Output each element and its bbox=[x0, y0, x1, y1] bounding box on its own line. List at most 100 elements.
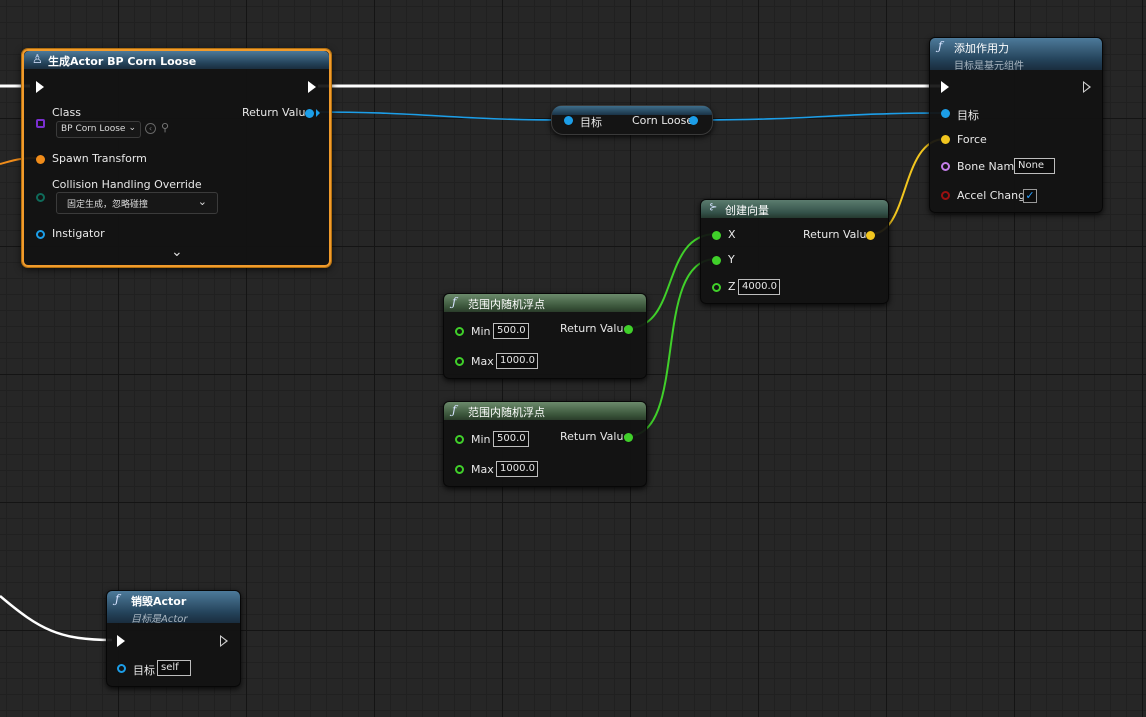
add-force-node[interactable]: ƒ 添加作用力 目标是基元组件 目标 Force Bone Name None … bbox=[929, 37, 1103, 213]
spawn-actor-node[interactable]: ♙ 生成Actor BP Corn Loose Class BP Corn Lo… bbox=[22, 49, 331, 267]
add-force-header[interactable]: ƒ 添加作用力 目标是基元组件 bbox=[930, 38, 1102, 72]
make-vector-header[interactable]: ⊱ 创建向量 bbox=[701, 200, 888, 218]
min-pin[interactable] bbox=[455, 435, 464, 444]
spawn-actor-header[interactable]: ♙ 生成Actor BP Corn Loose bbox=[24, 51, 329, 69]
destroy-target-pin[interactable] bbox=[117, 664, 126, 673]
return-value-pin-arrow bbox=[316, 109, 320, 117]
class-dropdown[interactable]: BP Corn Loose ⌄ bbox=[56, 121, 141, 138]
force-label: Force bbox=[957, 133, 987, 146]
vector-return-label: Return Value bbox=[803, 228, 874, 241]
z-input[interactable]: 4000.0 bbox=[738, 279, 780, 295]
spawn-actor-title: 生成Actor BP Corn Loose bbox=[48, 55, 197, 68]
accel-change-pin[interactable] bbox=[941, 191, 950, 200]
chevron-down-icon: ⌄ bbox=[128, 123, 136, 133]
function-f-icon: ƒ bbox=[452, 403, 457, 417]
exec-out-pin[interactable] bbox=[308, 81, 316, 93]
cast-target-pin[interactable] bbox=[564, 116, 573, 125]
clear-circle-icon[interactable]: ‹ bbox=[145, 123, 156, 134]
max-input[interactable]: 1000.0 bbox=[496, 353, 538, 369]
accel-change-label: Accel Change bbox=[957, 189, 1032, 202]
random-float-node[interactable]: ƒ 范围内随机浮点 Min 500.0 Max 1000.0 Return Va… bbox=[443, 401, 647, 487]
vector-return-pin[interactable] bbox=[866, 231, 875, 240]
y-label: Y bbox=[728, 253, 735, 266]
random-return-label: Return Value bbox=[560, 322, 631, 335]
exec-out-pin[interactable] bbox=[220, 635, 228, 647]
class-label: Class bbox=[52, 106, 81, 119]
accel-change-checkbox[interactable]: ✓ bbox=[1023, 189, 1037, 203]
instigator-pin[interactable] bbox=[36, 230, 45, 239]
expand-chevron-icon[interactable]: ⌄ bbox=[171, 244, 183, 260]
target-label: 目标 bbox=[957, 109, 979, 122]
random-float-node[interactable]: ƒ 范围内随机浮点 Min 500.0 Max 1000.0 Return Va… bbox=[443, 293, 647, 379]
add-force-subtitle: 目标是基元组件 bbox=[954, 61, 1024, 72]
min-input[interactable]: 500.0 bbox=[493, 323, 529, 339]
cast-node-header bbox=[552, 106, 712, 115]
class-pin[interactable] bbox=[36, 119, 45, 128]
destroy-actor-subtitle: 目标是Actor bbox=[131, 614, 188, 625]
max-label: Max bbox=[471, 463, 494, 476]
max-input[interactable]: 1000.0 bbox=[496, 461, 538, 477]
return-value-label: Return Value bbox=[242, 106, 313, 119]
spawn-transform-pin[interactable] bbox=[36, 155, 45, 164]
max-label: Max bbox=[471, 355, 494, 368]
z-pin[interactable] bbox=[712, 283, 721, 292]
function-f-icon: ƒ bbox=[115, 592, 120, 606]
random-float-header[interactable]: ƒ 范围内随机浮点 bbox=[444, 294, 646, 312]
max-pin[interactable] bbox=[455, 357, 464, 366]
function-f-icon: ƒ bbox=[452, 295, 457, 309]
return-value-pin[interactable] bbox=[305, 109, 314, 118]
bone-name-input[interactable]: None bbox=[1014, 158, 1055, 174]
x-label: X bbox=[728, 228, 736, 241]
exec-out-pin[interactable] bbox=[1083, 81, 1091, 93]
instigator-label: Instigator bbox=[52, 227, 105, 240]
float-wire-to-y bbox=[627, 258, 717, 437]
exec-in-pin[interactable] bbox=[117, 635, 125, 647]
exec-wire-to-destroy bbox=[0, 595, 113, 642]
chevron-down-icon: ⌄ bbox=[197, 195, 207, 208]
random-return-pin[interactable] bbox=[624, 325, 633, 334]
y-pin[interactable] bbox=[712, 256, 721, 265]
magnifier-icon[interactable]: ⚲ bbox=[161, 121, 170, 134]
make-struct-icon: ⊱ bbox=[709, 202, 718, 213]
collision-label: Collision Handling Override bbox=[52, 178, 202, 191]
function-f-icon: ƒ bbox=[938, 39, 943, 53]
min-label: Min bbox=[471, 325, 491, 338]
collision-dropdown[interactable]: 固定生成，忽略碰撞 ⌄ bbox=[56, 192, 218, 214]
cast-output-label: Corn Loose bbox=[632, 114, 694, 127]
bone-name-label: Bone Name bbox=[957, 160, 1021, 173]
max-pin[interactable] bbox=[455, 465, 464, 474]
spawn-actor-icon: ♙ bbox=[32, 52, 43, 66]
class-dropdown-value: BP Corn Loose bbox=[61, 124, 126, 134]
random-float-title: 范围内随机浮点 bbox=[468, 406, 545, 419]
add-force-title: 添加作用力 bbox=[954, 42, 1009, 55]
destroy-actor-title: 销毁Actor bbox=[131, 595, 187, 608]
min-label: Min bbox=[471, 433, 491, 446]
exec-in-pin[interactable] bbox=[36, 81, 44, 93]
cast-target-label: 目标 bbox=[580, 116, 602, 129]
destroy-target-input[interactable]: self bbox=[157, 660, 191, 676]
cast-node[interactable]: 目标 Corn Loose bbox=[551, 105, 713, 135]
x-pin[interactable] bbox=[712, 231, 721, 240]
random-return-pin[interactable] bbox=[624, 433, 633, 442]
make-vector-title: 创建向量 bbox=[725, 204, 769, 217]
destroy-target-label: 目标 bbox=[133, 664, 155, 677]
destroy-actor-header[interactable]: ƒ 销毁Actor 目标是Actor bbox=[107, 591, 240, 625]
collision-dropdown-value: 固定生成，忽略碰撞 bbox=[67, 200, 149, 210]
random-float-header[interactable]: ƒ 范围内随机浮点 bbox=[444, 402, 646, 420]
object-wire-return-to-cast bbox=[313, 111, 567, 121]
min-pin[interactable] bbox=[455, 327, 464, 336]
collision-pin[interactable] bbox=[36, 193, 45, 202]
object-wire-cast-to-target bbox=[692, 112, 946, 121]
bone-name-pin[interactable] bbox=[941, 162, 950, 171]
min-input[interactable]: 500.0 bbox=[493, 431, 529, 447]
make-vector-node[interactable]: ⊱ 创建向量 X Y Z 4000.0 Return Value bbox=[700, 199, 889, 304]
random-float-title: 范围内随机浮点 bbox=[468, 298, 545, 311]
target-pin[interactable] bbox=[941, 109, 950, 118]
z-label: Z bbox=[728, 280, 736, 293]
random-return-label: Return Value bbox=[560, 430, 631, 443]
spawn-transform-label: Spawn Transform bbox=[52, 152, 147, 165]
exec-in-pin[interactable] bbox=[941, 81, 949, 93]
cast-output-pin[interactable] bbox=[689, 116, 698, 125]
force-pin[interactable] bbox=[941, 135, 950, 144]
destroy-actor-node[interactable]: ƒ 销毁Actor 目标是Actor 目标 self bbox=[106, 590, 241, 687]
